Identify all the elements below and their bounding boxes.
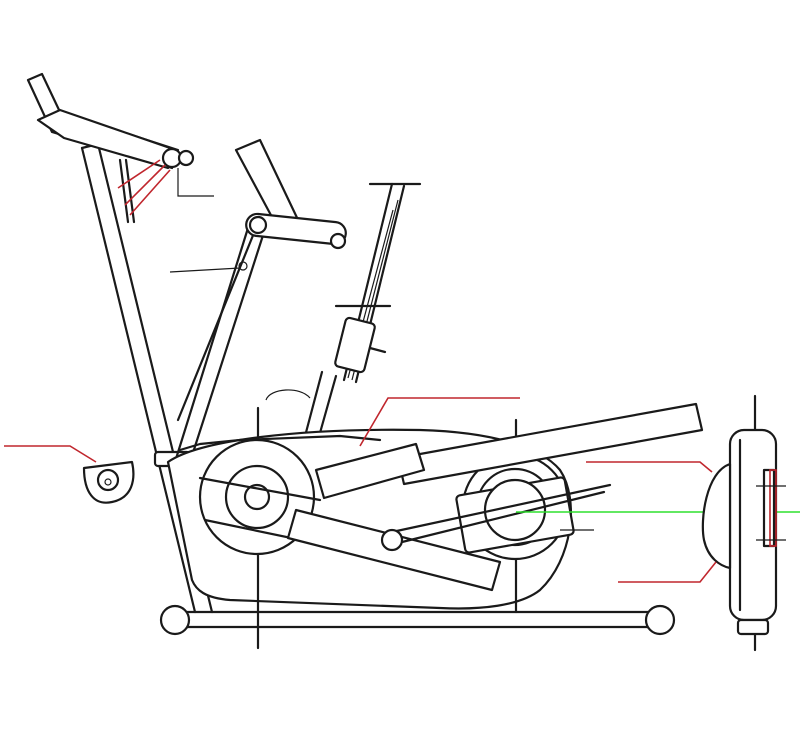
handlebar-end-cap	[177, 149, 195, 167]
rear-wheel	[644, 604, 676, 636]
pedal-arm-link	[314, 442, 426, 500]
flywheel	[198, 438, 327, 556]
callout-drive-bottom	[618, 561, 717, 583]
drive-side-view	[701, 394, 786, 652]
front-wheel	[159, 604, 191, 636]
frame-pivot-bolt	[238, 261, 248, 271]
callout-handlebar	[177, 168, 214, 197]
middle-handle-grip	[245, 212, 347, 246]
callout-housing	[359, 397, 520, 447]
detached-bracket	[82, 460, 135, 504]
callout-drive-side	[586, 461, 713, 473]
front-handlebar	[26, 72, 195, 224]
middle-handle-pivot	[248, 215, 268, 235]
callout-bracket	[4, 445, 97, 463]
drive-disc	[762, 468, 776, 548]
crank-pivot	[380, 528, 404, 552]
drive-disc-red-highlight	[769, 469, 777, 547]
seat-clamp	[334, 316, 376, 374]
handlebar-red-leaders	[117, 159, 171, 216]
callout-frame-pivot	[169, 261, 248, 273]
middle-handle-end	[329, 232, 347, 250]
pedal-arm	[286, 402, 704, 592]
seat-post	[302, 182, 422, 442]
base-rail	[159, 604, 676, 636]
middle-arm	[173, 138, 347, 464]
